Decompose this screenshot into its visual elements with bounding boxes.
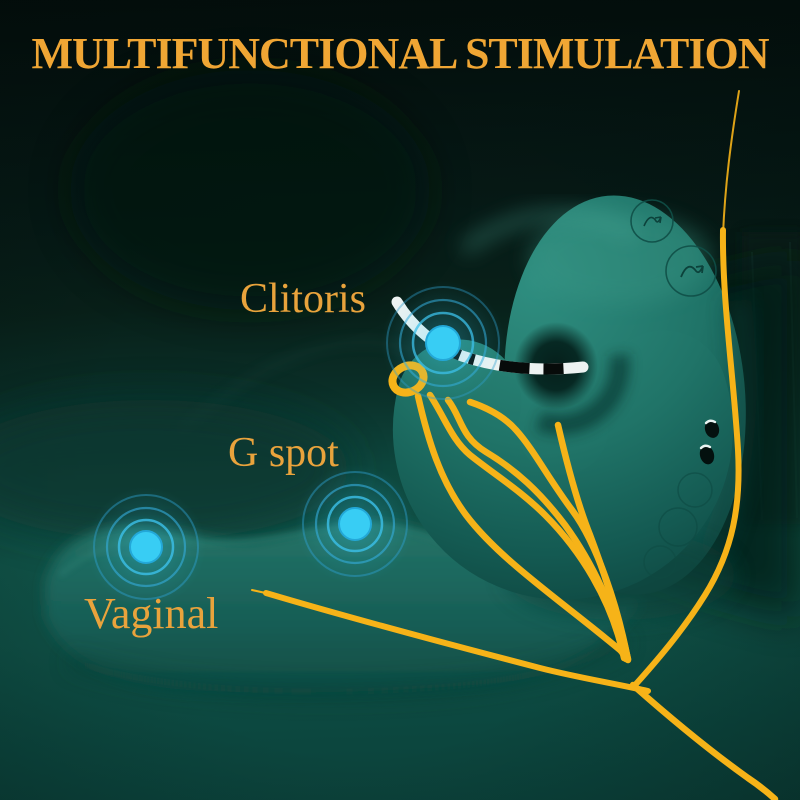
ripple-dot xyxy=(129,530,163,564)
page-title: MULTIFUNCTIONAL STIMULATION xyxy=(31,29,769,78)
nerve-strand-lines xyxy=(414,391,632,664)
curl-top-highlight xyxy=(460,209,638,255)
wave-arrow-icon xyxy=(680,265,704,278)
ripple-dot xyxy=(338,507,372,541)
embossed-ring xyxy=(677,472,713,508)
ripple-dot xyxy=(425,325,461,361)
gold-line-left xyxy=(263,590,651,694)
wave-arrow-icon xyxy=(643,216,662,227)
label-clitoris: Clitoris xyxy=(240,276,367,322)
gold-line-right-curve xyxy=(633,227,742,687)
clitoris-ripple-icon xyxy=(381,281,505,405)
side-button xyxy=(704,419,720,438)
device-buttons xyxy=(630,199,720,579)
embossed-ring xyxy=(643,545,677,579)
gold-line-bottom-right xyxy=(629,681,779,800)
label-g-spot: G spot xyxy=(228,430,339,476)
band-black-dashes xyxy=(392,299,584,375)
embossed-ring xyxy=(658,507,698,547)
photo-fade-patch xyxy=(0,400,350,540)
nerve-strand xyxy=(554,421,632,663)
label-vaginal: Vaginal xyxy=(84,589,219,638)
arm-bottom-shadow xyxy=(67,633,629,699)
vaginal-ripple-icon xyxy=(86,487,206,607)
side-button xyxy=(699,444,715,465)
g-spot-ripple-icon xyxy=(295,464,415,584)
head-right-shadow xyxy=(698,298,757,561)
control-button-ring xyxy=(630,199,674,243)
nerve-strand xyxy=(444,396,630,663)
gold-line-right-thin xyxy=(722,90,740,236)
photo-shadow-shape xyxy=(70,70,430,310)
head-top-highlight xyxy=(528,212,712,304)
control-button-ring xyxy=(665,245,717,297)
